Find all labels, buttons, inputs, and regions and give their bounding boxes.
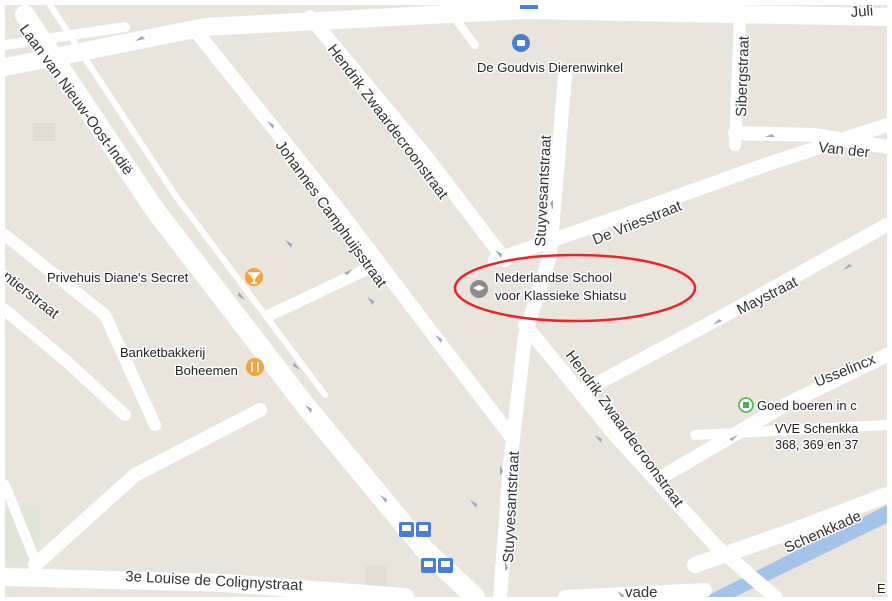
poi-label-vve-2: 368, 369 en 37 [775,438,858,452]
poi-goed-boeren[interactable]: Goed boeren in c [738,397,859,415]
poi-label-diane: Privehuis Diane's Secret [47,270,189,285]
transit-stop-2[interactable] [421,558,453,573]
transit-stop-1[interactable] [399,522,431,537]
poi-label-banketbakkerij-2: Boheemen [175,363,238,378]
green-square-icon [743,402,749,408]
street-label-juli: Juli [850,5,874,21]
street-label-sibergstraat: Sibergstraat [733,35,753,117]
poi-label-goudvis: De Goudvis Dierenwinkel [477,60,623,75]
building [33,123,55,141]
poi-vve[interactable]: VVE Schenkka 368, 369 en 37 [774,421,860,454]
street-label-vade: vade [625,584,658,597]
poi-shiatsu-school[interactable]: Nederlandse School voor Klassieke Shiats… [453,253,697,323]
poi-label-school-2: voor Klassieke Shiatsu [495,288,627,303]
one-way-arrows [135,36,852,597]
poi-banketbakkerij[interactable]: Banketbakkerij Boheemen [119,344,264,380]
highlight-circle [453,253,697,323]
poi-goudvis[interactable]: De Goudvis Dierenwinkel [476,34,625,77]
poi-label-goed-boeren: Goed boeren in c [757,398,857,413]
poi-label-banketbakkerij-1: Banketbakkerij [120,345,205,360]
map-view[interactable]: Laan van Nieuw-Oost-Indië Hendrik Zwaard… [5,5,887,597]
building [365,565,387,589]
poi-label-school-1: Nederlandse School [495,270,612,285]
map-canvas[interactable]: Laan van Nieuw-Oost-Indië Hendrik Zwaard… [5,5,887,597]
fork-knife-icon [246,358,264,376]
poi-diane[interactable]: Privehuis Diane's Secret [46,268,263,287]
poi-label-vve-1: VVE Schenkka [775,422,858,436]
top-marker [520,5,538,9]
poi-label-partial: E [877,581,886,596]
